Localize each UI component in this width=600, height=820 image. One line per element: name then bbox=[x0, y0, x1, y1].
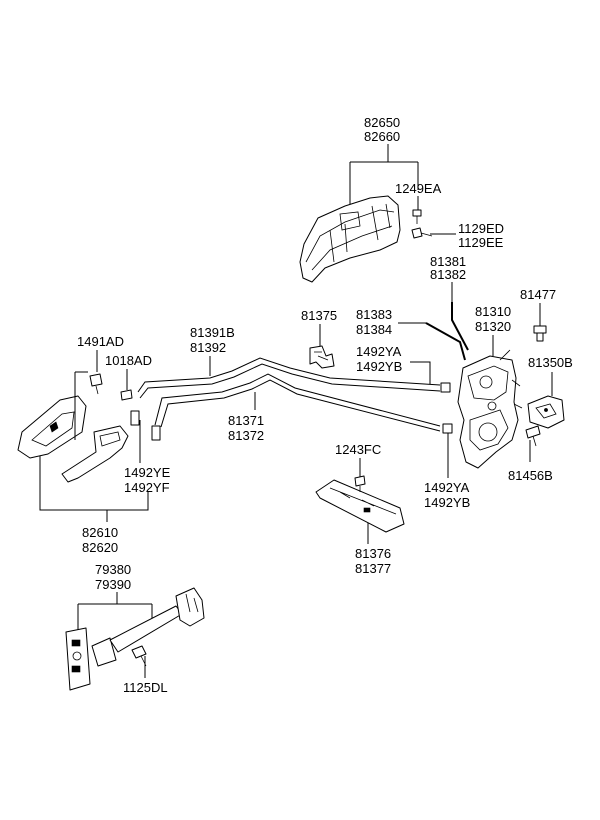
label-1129EE: 1129EE bbox=[458, 235, 504, 250]
label-81377: 81377 bbox=[355, 561, 391, 576]
label-81320: 81320 bbox=[475, 319, 511, 334]
screw-1249EA bbox=[412, 209, 422, 224]
label-81392: 81392 bbox=[190, 340, 226, 355]
label-81382: 81382 bbox=[430, 267, 466, 282]
label-1492YB-bottom: 1492YB bbox=[424, 495, 470, 510]
label-1491AD: 1491AD bbox=[77, 334, 124, 349]
leader-lines bbox=[39, 144, 553, 678]
label-81381: 81381 bbox=[430, 254, 466, 269]
screw-1491AD bbox=[89, 373, 103, 395]
label-82620: 82620 bbox=[82, 540, 118, 555]
rod-clips bbox=[130, 382, 453, 441]
clip-1492YE-left bbox=[130, 410, 140, 426]
label-82650: 82650 bbox=[364, 115, 400, 130]
label-81456B: 81456B bbox=[508, 468, 553, 483]
clip-1492YA-top bbox=[440, 382, 451, 393]
label-81310: 81310 bbox=[475, 304, 511, 319]
leader-79380 bbox=[77, 592, 153, 632]
label-81477: 81477 bbox=[520, 287, 556, 302]
leader-1492YA-top bbox=[410, 361, 431, 384]
bolt-81456B bbox=[525, 425, 541, 447]
clip-1492YA-bottom bbox=[442, 423, 453, 434]
inside-door-handle bbox=[17, 395, 129, 483]
label-81384: 81384 bbox=[356, 322, 392, 337]
label-1018AD: 1018AD bbox=[105, 353, 152, 368]
label-1492YA-bottom: 1492YA bbox=[424, 480, 470, 495]
label-1492YA-top: 1492YA bbox=[356, 344, 402, 359]
escutcheon-edge bbox=[74, 371, 88, 440]
striker-81350B bbox=[527, 395, 565, 429]
label-82610: 82610 bbox=[82, 525, 118, 540]
door-checker-79380 bbox=[65, 587, 205, 691]
door-latch-actuator bbox=[457, 349, 523, 469]
label-81376: 81376 bbox=[355, 546, 391, 561]
clip-1492YE-right bbox=[151, 425, 161, 441]
outside-door-handle bbox=[299, 195, 401, 283]
label-81391B: 81391B bbox=[190, 325, 235, 340]
rod-81371 bbox=[154, 373, 441, 432]
label-81371: 81371 bbox=[228, 413, 264, 428]
label-1492YF: 1492YF bbox=[124, 480, 170, 495]
leader-82650 bbox=[349, 144, 419, 222]
label-79390: 79390 bbox=[95, 577, 131, 592]
label-81383: 81383 bbox=[356, 307, 392, 322]
rod-81391B bbox=[137, 357, 441, 399]
rod-81383 bbox=[425, 302, 469, 361]
label-82660: 82660 bbox=[364, 129, 400, 144]
part-labels: 82650 82660 1249EA 1129ED 1129EE 81381 8… bbox=[77, 115, 573, 695]
label-81372: 81372 bbox=[228, 428, 264, 443]
label-1492YE: 1492YE bbox=[124, 465, 171, 480]
bolt-81477 bbox=[533, 325, 547, 342]
label-79380: 79380 bbox=[95, 562, 131, 577]
leader-82610 bbox=[39, 452, 149, 522]
screw-1243FC bbox=[354, 475, 366, 492]
bolt-1125DL bbox=[131, 645, 147, 667]
label-81375: 81375 bbox=[301, 308, 337, 323]
label-1492YB-top: 1492YB bbox=[356, 359, 402, 374]
screw-1018AD bbox=[120, 389, 133, 401]
label-1243FC: 1243FC bbox=[335, 442, 381, 457]
screw-1129ED bbox=[411, 227, 433, 239]
label-81350B: 81350B bbox=[528, 355, 573, 370]
clip-81375 bbox=[309, 345, 335, 369]
label-1125DL: 1125DL bbox=[123, 680, 168, 695]
bracket-81376 bbox=[315, 479, 405, 533]
label-1129ED: 1129ED bbox=[458, 221, 504, 236]
